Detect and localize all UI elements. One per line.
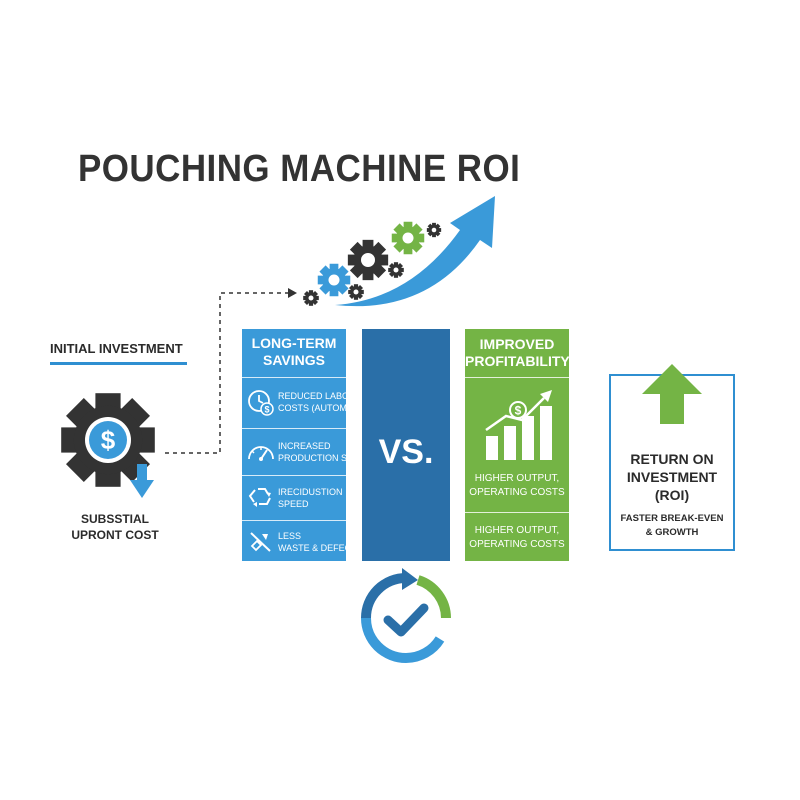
- clock-dollar-icon: $: [248, 390, 274, 416]
- profitability-text-1: HIGHER OUTPUT, OPERATING COSTS: [465, 472, 569, 500]
- recycle-icon: [248, 488, 271, 507]
- versus-panel: [362, 329, 450, 561]
- savings-row-speed: INCREASED PRODUCTION SPEED: [242, 428, 372, 476]
- savings-heading-line-1: LONG-TERM: [251, 335, 337, 351]
- reduction-line-1: IRECIDUSTION: [278, 487, 343, 497]
- gears-icon: [303, 221, 442, 306]
- roi-title-line-3: (ROI): [654, 487, 690, 503]
- waste-icon: [250, 532, 271, 552]
- waste-line-2: WASTE & DEFECTS: [278, 543, 363, 553]
- profitability-heading-line-1: IMPROVED: [479, 336, 555, 352]
- up-arrow-icon: [642, 364, 702, 424]
- savings-row-waste: LESS WASTE & DEFECTS: [242, 520, 363, 562]
- roi-title: RETURN ON INVESTMENT (ROI): [609, 450, 735, 504]
- versus-text: VS.: [378, 433, 434, 471]
- savings-heading: LONG-TERM SAVINGS: [242, 335, 346, 369]
- labor-line-1: REDUCED LABOR: [278, 391, 356, 401]
- initial-investment-label: INITIAL INVESTMENT: [50, 341, 183, 356]
- growth-chart-icon: $: [485, 390, 552, 460]
- roi-title-line-1: RETURN ON: [630, 451, 714, 467]
- profitability-divider-top: [465, 377, 569, 378]
- svg-text:$: $: [515, 404, 522, 418]
- svg-text:$: $: [264, 405, 269, 415]
- page-title: POUCHING MACHINE ROI: [78, 148, 521, 190]
- roi-sub-line-2: & GROWTH: [645, 527, 699, 538]
- dashed-connector: [165, 288, 297, 454]
- profitability-text-2-line-1: HIGHER OUTPUT,: [474, 525, 560, 536]
- reduction-line-2: SPEED: [278, 499, 309, 509]
- svg-text:$: $: [101, 425, 116, 455]
- savings-panel: [242, 329, 346, 561]
- waste-line-1: LESS: [278, 531, 302, 541]
- investment-gear-icon: $: [61, 393, 155, 498]
- speed-line-2: PRODUCTION SPEED: [278, 453, 372, 463]
- cycle-check-icon: [361, 568, 451, 664]
- savings-row-reduction: IRECIDUSTION SPEED: [242, 475, 346, 521]
- savings-row-labor: $ REDUCED LABOR COSTS (AUTOMATION: [242, 377, 374, 429]
- labor-line-2: COSTS (AUTOMATION: [278, 403, 374, 413]
- roi-title-line-2: INVESTMENT: [626, 469, 718, 485]
- profitability-divider-bottom: [465, 512, 569, 513]
- speed-line-1: INCREASED: [278, 441, 331, 451]
- savings-heading-line-2: SAVINGS: [263, 352, 325, 368]
- upfront-cost-text: SUBSSTIAL UPRONT COST: [60, 511, 170, 543]
- rising-arrow-icon: [335, 196, 495, 307]
- profitability-text-1-line-2: OPERATING COSTS: [469, 487, 565, 498]
- roi-sub-line-1: FASTER BREAK-EVEN: [620, 513, 724, 524]
- profitability-heading: IMPROVED PROFITABILITY: [465, 336, 570, 370]
- initial-investment-underline: [50, 362, 187, 365]
- profitability-text-1-line-1: HIGHER OUTPUT,: [474, 473, 560, 484]
- cost-line-2: UPRONT COST: [71, 528, 159, 542]
- cost-line-1: SUBSSTIAL: [80, 512, 149, 526]
- profitability-heading-line-2: PROFITABILITY: [465, 353, 570, 369]
- roi-subtitle: FASTER BREAK-EVEN & GROWTH: [609, 512, 735, 540]
- profitability-text-2: HIGHER OUTPUT, OPERATING COSTS: [465, 524, 569, 552]
- speedometer-icon: [248, 446, 274, 461]
- profitability-text-2-line-2: OPERATING COSTS: [469, 539, 565, 550]
